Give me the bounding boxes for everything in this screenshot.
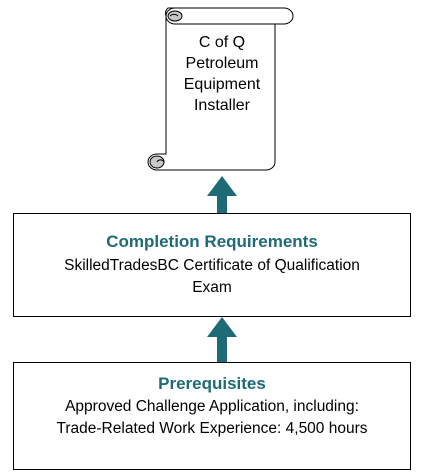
- credential-line: Installer: [193, 97, 251, 114]
- completion-title: Completion Requirements: [106, 232, 318, 251]
- credential-line: Petroleum: [185, 55, 259, 72]
- prerequisites-line: Approved Challenge Application, includin…: [65, 398, 359, 415]
- prerequisites-title: Prerequisites: [158, 374, 266, 393]
- credential-line: C of Q: [198, 34, 246, 51]
- completion-line: Exam: [192, 279, 232, 296]
- certificate-scroll-icon: [147, 7, 294, 171]
- completion-line: SkilledTradesBC Certificate of Qualifica…: [64, 257, 360, 274]
- prerequisites-line: Trade-Related Work Experience: 4,500 hou…: [56, 420, 368, 437]
- credential-line: Equipment: [183, 76, 261, 93]
- prerequisites-box: Prerequisites Approved Challenge Applica…: [13, 362, 411, 470]
- credential-label: C of Q Petroleum Equipment Installer: [168, 32, 276, 116]
- completion-requirements-box: Completion Requirements SkilledTradesBC …: [13, 213, 411, 317]
